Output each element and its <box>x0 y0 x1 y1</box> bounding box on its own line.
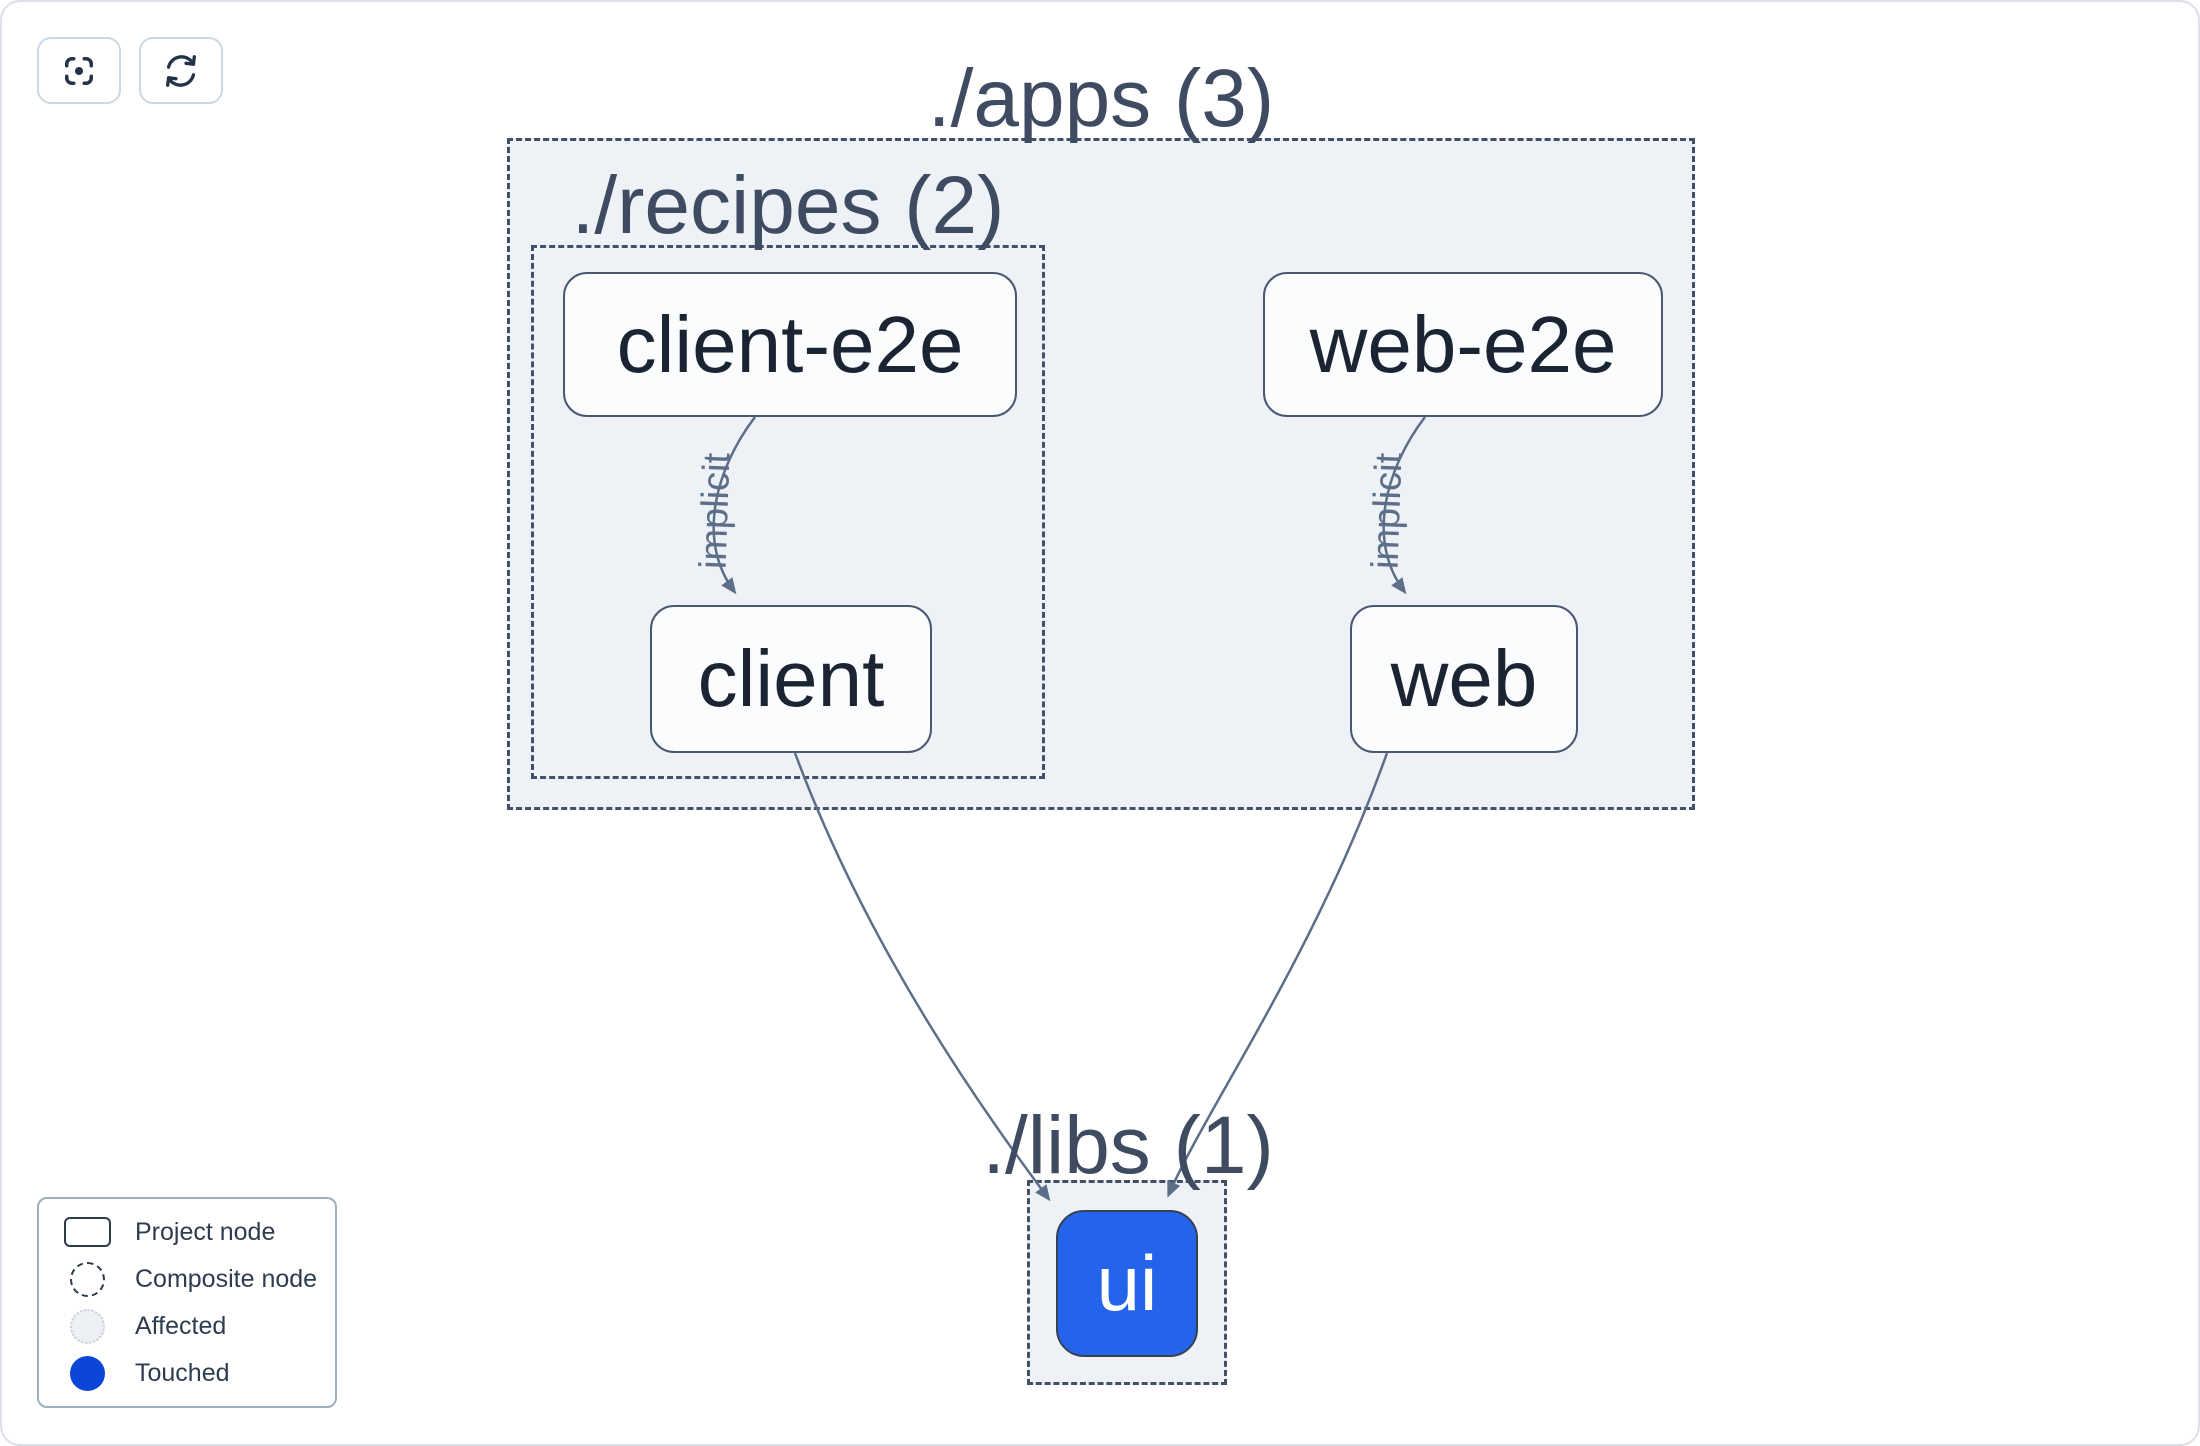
group-title-libs: ./libs (1) <box>982 1100 1274 1191</box>
center-graph-button[interactable] <box>37 37 121 104</box>
project-node-web-e2e[interactable]: web-e2e <box>1263 272 1663 417</box>
affected-swatch-icon <box>69 1308 105 1344</box>
legend-label: Affected <box>135 1311 227 1340</box>
refresh-graph-button[interactable] <box>139 37 223 104</box>
legend-item-touched: Touched <box>39 1351 335 1395</box>
composite-node-swatch-icon <box>69 1261 105 1297</box>
legend-label: Project node <box>135 1217 276 1246</box>
legend-label: Touched <box>135 1358 230 1387</box>
project-node-ui-touched[interactable]: ui <box>1056 1210 1198 1357</box>
graph-legend: Project node Composite node Affected Tou… <box>37 1197 337 1408</box>
project-node-client[interactable]: client <box>650 605 932 753</box>
project-node-web[interactable]: web <box>1350 605 1578 753</box>
edge-client-e2e-to-client[interactable] <box>712 416 756 595</box>
legend-label: Composite node <box>135 1264 318 1293</box>
refresh-icon <box>160 50 202 92</box>
legend-item-project-node: Project node <box>39 1210 335 1254</box>
project-node-client-e2e[interactable]: client-e2e <box>563 272 1017 417</box>
legend-item-composite-node: Composite node <box>39 1257 335 1301</box>
project-node-swatch-icon <box>63 1217 111 1247</box>
edge-label-implicit: implicit <box>1364 452 1411 570</box>
edge-label-implicit: implicit <box>692 452 739 570</box>
edge-web-to-ui[interactable] <box>1167 752 1389 1198</box>
edge-web-e2e-to-web[interactable] <box>1382 416 1426 595</box>
focus-icon <box>58 50 100 92</box>
edge-client-to-ui[interactable] <box>793 752 1051 1202</box>
group-title-recipes: ./recipes (2) <box>571 160 1005 251</box>
touched-swatch-icon <box>69 1355 105 1391</box>
legend-item-affected: Affected <box>39 1304 335 1348</box>
group-title-apps: ./apps (3) <box>927 53 1275 144</box>
